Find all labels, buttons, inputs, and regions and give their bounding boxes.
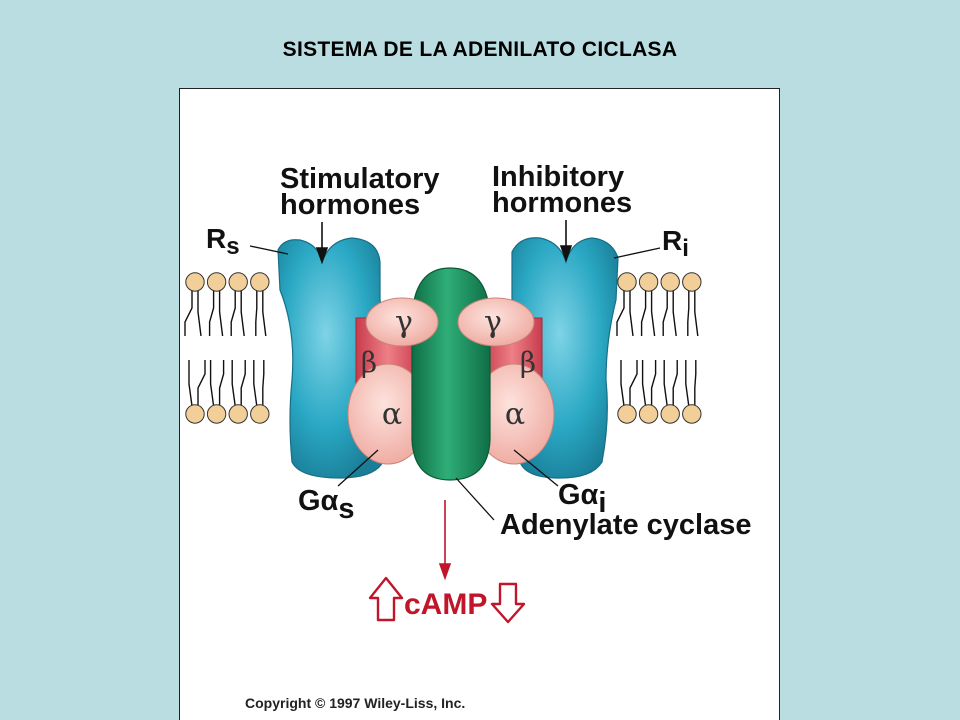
lipid-head: [185, 272, 205, 292]
lipid-tail: [616, 290, 638, 407]
stimulatory-hormones-label-2: hormones: [280, 189, 420, 221]
stimulatory-hormones-label-1: Stimulatory: [280, 163, 440, 195]
lipid-head: [682, 404, 702, 424]
adenylate-cyclase-leader-line: [455, 477, 495, 521]
inhibitory-hormones-label-2: hormones: [492, 187, 632, 219]
lipid-head: [617, 272, 637, 292]
lipid-head: [638, 272, 659, 292]
adenylate-cyclase-protein: [411, 267, 491, 481]
gamma-subunit-right: [457, 297, 535, 347]
lipid-tail: [253, 290, 267, 407]
ri-leader-line: [613, 247, 661, 259]
lipid-head: [206, 272, 227, 292]
lipid-tail: [662, 290, 678, 407]
lipid-head: [617, 404, 637, 424]
inhibitory-arrow: [559, 220, 573, 263]
camp-label: cAMP: [404, 588, 487, 621]
lipid-tail: [640, 290, 657, 407]
gas-leader-line: [337, 449, 379, 487]
arrow-down-icon: [490, 582, 526, 624]
gamma-label-left: γ: [395, 305, 413, 340]
rs-leader-line: [249, 245, 289, 255]
camp-production-arrow: [438, 500, 452, 581]
alpha-label-left: α: [382, 397, 402, 432]
lipid-head: [206, 404, 227, 424]
lipid-head: [638, 404, 659, 424]
ri-label: Ri: [662, 225, 689, 262]
beta-label-left: β: [361, 346, 377, 379]
lipid-tail: [184, 290, 206, 407]
rs-label: Rs: [206, 223, 240, 260]
lipid-tail: [685, 290, 699, 407]
gamma-label-right: γ: [484, 305, 502, 340]
lipid-head: [228, 404, 248, 424]
gas-label: Gαs: [298, 485, 355, 525]
lipid-tail: [208, 290, 225, 407]
alpha-label-right: α: [505, 397, 525, 432]
gamma-subunit-left: [365, 297, 439, 347]
lipid-head: [682, 272, 702, 292]
adenylate-cyclase-label: Adenylate cyclase: [500, 509, 751, 541]
page-title: SISTEMA DE LA ADENILATO CICLASA: [282, 38, 678, 61]
copyright-notice: Copyright © 1997 Wiley-Liss, Inc.: [245, 695, 466, 711]
gai-label: Gαi: [558, 479, 606, 519]
lipid-head: [660, 404, 680, 424]
lipid-head: [660, 272, 680, 292]
inhibitory-hormones-label-1: Inhibitory: [492, 161, 624, 193]
gai-leader-line: [513, 449, 559, 487]
lipid-head: [250, 404, 270, 424]
lipid-bilayer: [184, 272, 702, 424]
arrow-up-icon: [368, 576, 404, 622]
lipid-head: [228, 272, 248, 292]
lipid-head: [185, 404, 205, 424]
beta-label-right: β: [520, 346, 536, 379]
lipid-tail: [230, 290, 246, 407]
lipid-head: [250, 272, 270, 292]
stimulatory-arrow: [315, 222, 329, 265]
